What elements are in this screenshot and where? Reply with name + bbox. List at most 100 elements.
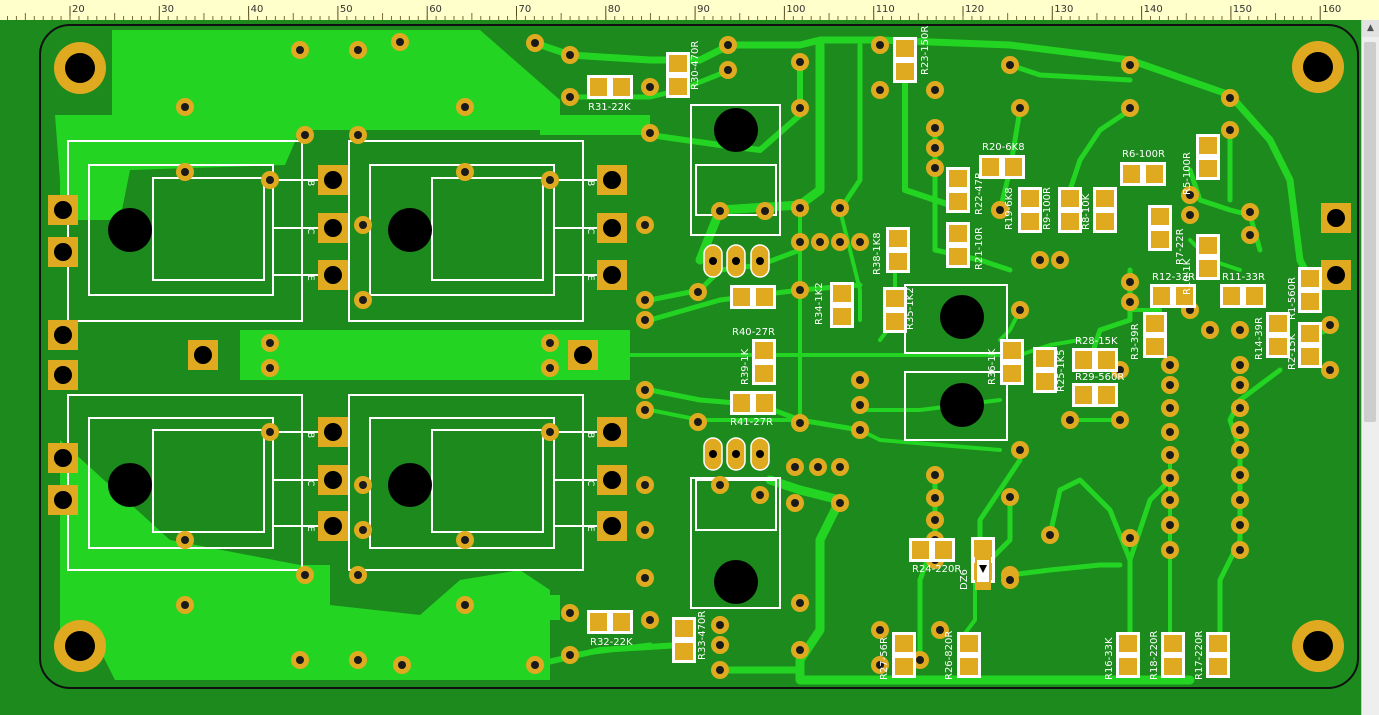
smd-pad [733,288,750,306]
pad-drill [54,243,72,261]
pad-drill [1166,428,1174,436]
pad-drill [354,656,362,664]
pad-drill [1206,326,1214,334]
pad-drill [724,41,732,49]
pad-drill [641,406,649,414]
zener-diode-symbol [975,550,991,590]
pin-label: B [305,180,315,186]
component-label: R19-6K8 [1004,187,1015,230]
pad-drill [603,219,621,237]
pad-drill [641,316,649,324]
pads [48,33,1351,679]
pad-drill [1236,471,1244,479]
vertical-scrollbar[interactable]: ▲ [1361,20,1379,715]
pad-drill [796,204,804,212]
pad-drill [1036,256,1044,264]
pad-drill [796,58,804,66]
pad-drill [301,571,309,579]
component-label: R27-56R [879,637,890,680]
pad-drill [324,517,342,535]
smd-pad [1199,137,1217,154]
pad-drill [796,238,804,246]
pcb-canvas[interactable]: R30-470RR31-22KR23-150RR20-6K8R22-47RR21… [0,20,1362,715]
smd-pad [949,248,967,265]
pad-drill [324,171,342,189]
pad-drill [566,609,574,617]
pad-drill [1327,266,1345,284]
ruler-label: 80 [608,4,621,15]
ruler-label: 140 [1144,4,1163,15]
pad-drill [603,423,621,441]
smd-pad [949,170,967,187]
pad-drill [531,661,539,669]
ruler-label: 130 [1054,4,1073,15]
pad-drill [546,428,554,436]
smd-pad [1151,231,1169,248]
smd-pad [1209,658,1227,675]
smd-pad [1119,658,1137,675]
smd-pad [1301,348,1319,365]
pad-drill [566,651,574,659]
smd-pad [1176,287,1193,305]
pad-drill [1166,361,1174,369]
smd-pad [1209,635,1227,652]
component-label: R28-15K [1075,336,1118,347]
component-label: R38-1K8 [872,232,883,275]
pad-drill [716,481,724,489]
pad-drill [931,494,939,502]
smd-pad [1199,237,1217,254]
smd-pad [1075,386,1092,404]
smd-pad [1003,342,1021,359]
pad-drill [546,176,554,184]
component-label: R6-100R [1122,149,1165,160]
pad-drill [796,286,804,294]
pad-drill [359,221,367,229]
pad-drill [574,346,592,364]
pad-drill [396,38,404,46]
transistor-mounting-hole [940,383,984,427]
pad-drill [354,46,362,54]
smd-pad [1096,190,1114,207]
pad-drill [1056,256,1064,264]
smd-pad [1021,190,1039,207]
pad-drill [856,401,864,409]
component-label: R14-39R [1254,317,1265,360]
pad-drill [301,131,309,139]
smd-pad [1075,351,1092,369]
pad-drill [996,206,1004,214]
smd-pad [1061,190,1079,207]
pad-drill [181,168,189,176]
scroll-up-button[interactable]: ▲ [1362,20,1379,37]
pad-drill [641,221,649,229]
scroll-thumb[interactable] [1364,42,1376,422]
smd-pad [886,290,904,307]
pad-drill [1186,191,1194,199]
pad-drill [603,171,621,189]
pad-drill [1166,521,1174,529]
smd-pad [1301,325,1319,342]
ruler-label: 30 [161,4,174,15]
pad-drill [1326,366,1334,374]
smd-pad [1005,158,1022,176]
pad-drill [1166,451,1174,459]
smd-pad [889,253,907,270]
pad-drill [1236,426,1244,434]
component-label: R20-6K8 [982,142,1025,153]
smd-pad [1146,165,1163,183]
smd-pad [1164,658,1182,675]
pad-drill [936,626,944,634]
pad-drill [816,238,824,246]
ruler-label: 50 [340,4,353,15]
smd-pad [960,635,978,652]
component-label: R31-22K [588,102,631,113]
transistor-mounting-hole [108,208,152,252]
component-label: R29-560R [1075,372,1124,383]
pad-drill [546,339,554,347]
pad-drill [603,266,621,284]
pad-drill [603,517,621,535]
pad-drill [1126,104,1134,112]
pad-drill [1016,306,1024,314]
smd-pad [1096,213,1114,230]
transistor-mounting-hole [388,463,432,507]
